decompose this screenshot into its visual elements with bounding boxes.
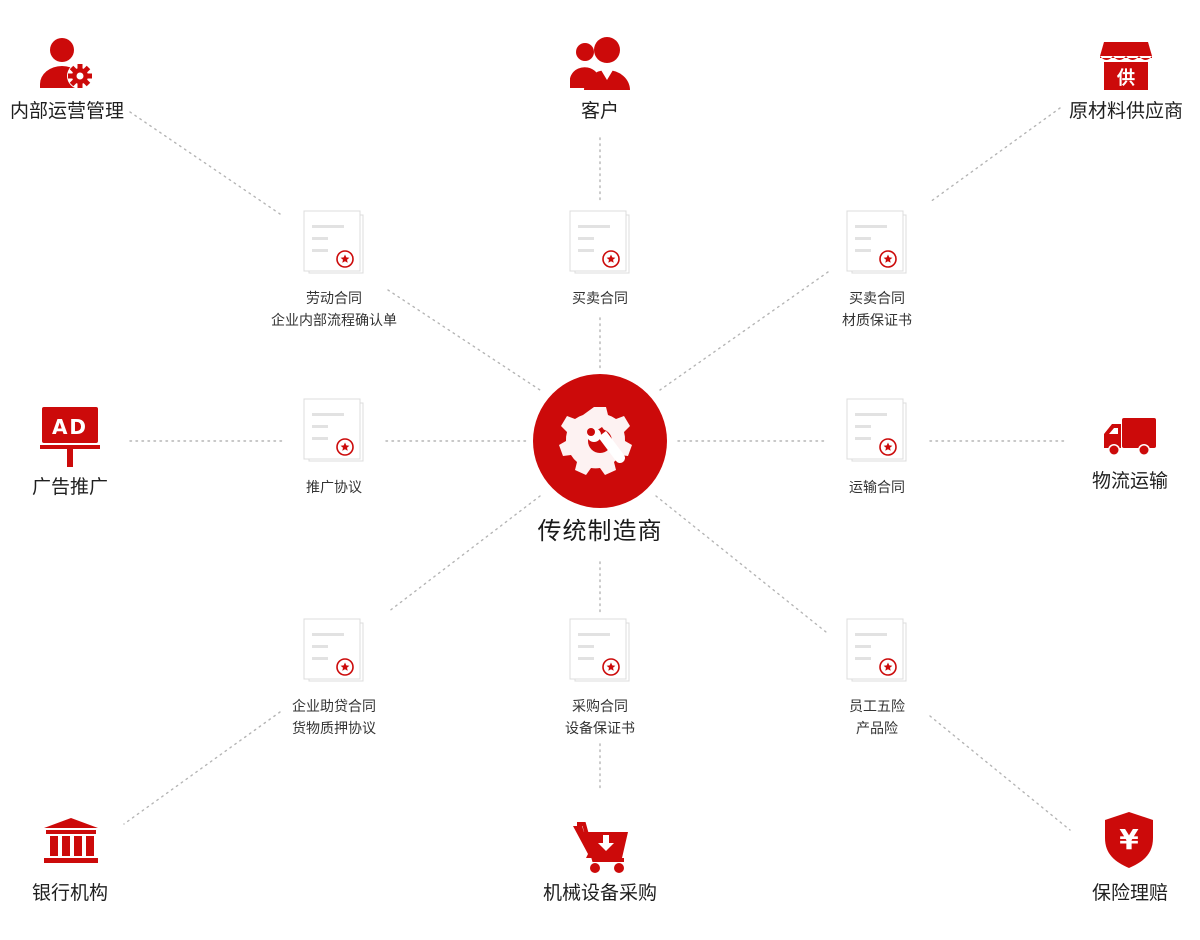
- party-label-bank: 银行机构: [31, 882, 109, 904]
- contract-doc-icon: [303, 398, 367, 468]
- doc-line: 企业助贷合同: [292, 699, 376, 715]
- doc-line: 劳动合同: [306, 291, 362, 307]
- contract-doc-icon: [303, 210, 367, 280]
- yen-glyph: ¥: [1119, 823, 1139, 856]
- doc-line: 买卖合同: [849, 291, 905, 307]
- connector-line: [387, 495, 541, 613]
- customers-icon: [569, 36, 630, 90]
- doc-label-internal: 劳动合同 企业内部流程确认单: [271, 288, 397, 332]
- doc-label-equipment: 采购合同 设备保证书: [565, 696, 635, 740]
- connector-line: [123, 711, 281, 825]
- doc-line: 员工五险: [849, 699, 905, 715]
- party-label-internal: 内部运营管理: [9, 100, 125, 122]
- center-gear-wrench-icon: [533, 374, 667, 508]
- party-label-customer: 客户: [580, 100, 620, 122]
- contract-doc-icon: [846, 398, 910, 468]
- connector-line: [929, 107, 1061, 203]
- connector-line: [129, 111, 281, 215]
- doc-line: 设备保证书: [565, 721, 635, 737]
- doc-line: 推广协议: [306, 480, 362, 496]
- user-gear-icon: [40, 36, 94, 90]
- contract-doc-icon: [303, 618, 367, 688]
- doc-label-logistics: 运输合同: [849, 477, 905, 499]
- doc-line: 产品险: [856, 721, 898, 737]
- center-label: 传统制造商: [537, 517, 663, 545]
- doc-label-supplier: 买卖合同 材质保证书: [842, 288, 912, 332]
- supplier-shop-icon: 供: [1100, 40, 1152, 92]
- doc-label-ads: 推广协议: [306, 477, 362, 499]
- yen-shield-icon: ¥: [1105, 812, 1153, 868]
- doc-line: 企业内部流程确认单: [271, 313, 397, 329]
- truck-icon: [1102, 416, 1156, 458]
- party-label-logistics: 物流运输: [1091, 470, 1169, 492]
- contract-doc-icon: [569, 618, 633, 688]
- ad-glyph: AD: [52, 415, 88, 439]
- connector-line: [659, 271, 829, 391]
- ad-sign-icon: AD: [40, 405, 100, 467]
- party-label-insurance: 保险理赔: [1091, 882, 1169, 904]
- party-label-ads: 广告推广: [31, 476, 109, 498]
- doc-line: 货物质押协议: [292, 721, 376, 737]
- party-label-supplier: 原材料供应商: [1068, 100, 1184, 122]
- contract-doc-icon: [846, 210, 910, 280]
- contract-doc-icon: [569, 210, 633, 280]
- contract-doc-icon: [846, 618, 910, 688]
- doc-label-customer: 买卖合同: [572, 288, 628, 310]
- party-label-equipment: 机械设备采购: [542, 882, 658, 904]
- cart-icon: [573, 822, 629, 874]
- doc-label-bank: 企业助贷合同 货物质押协议: [292, 696, 376, 740]
- doc-line: 运输合同: [849, 480, 905, 496]
- connector-line: [929, 715, 1071, 831]
- doc-label-insurance: 员工五险 产品险: [849, 696, 905, 740]
- supply-glyph: 供: [1116, 67, 1135, 89]
- connector-line: [655, 495, 827, 633]
- doc-line: 买卖合同: [572, 291, 628, 307]
- bank-icon: [44, 818, 98, 864]
- doc-line: 材质保证书: [842, 313, 912, 329]
- connector-line: [387, 289, 541, 391]
- doc-line: 采购合同: [572, 699, 628, 715]
